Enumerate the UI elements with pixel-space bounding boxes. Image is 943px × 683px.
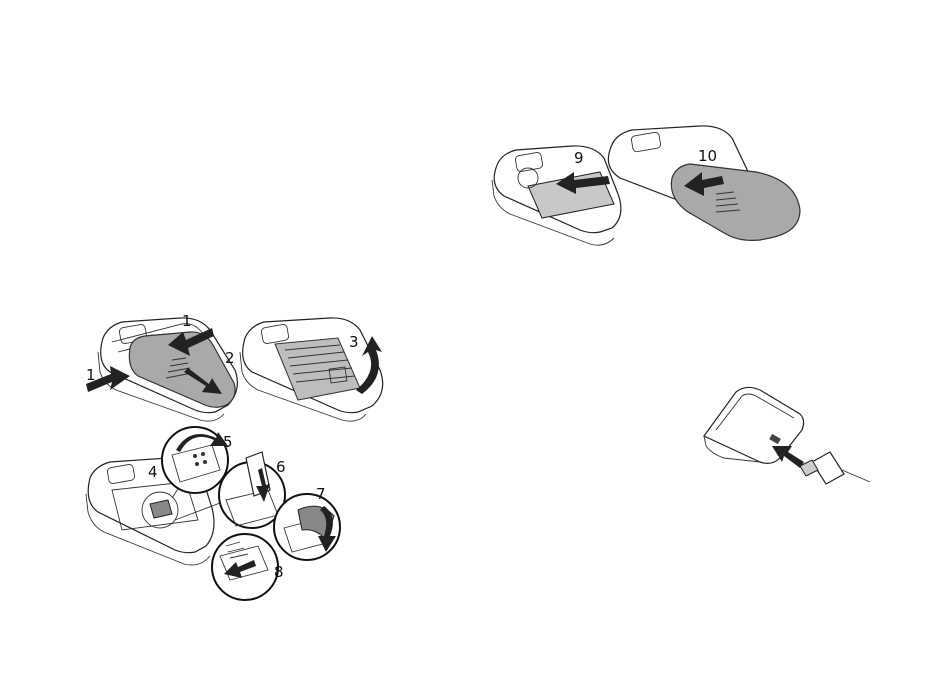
step-label-1-top: 1 bbox=[182, 312, 192, 330]
step-label-9: 9 bbox=[574, 149, 584, 167]
step-label-1-left: 1 bbox=[86, 366, 96, 384]
zoom-circle-5 bbox=[162, 427, 228, 493]
step-label-2: 2 bbox=[225, 349, 235, 367]
phone-charging-illustration bbox=[704, 387, 870, 484]
phone-cover-removal-illustration bbox=[98, 318, 237, 421]
step-label-6: 6 bbox=[276, 458, 286, 476]
zoom-circle-8 bbox=[212, 534, 278, 600]
step-label-7: 7 bbox=[316, 485, 326, 503]
step-label-10: 10 bbox=[698, 147, 717, 165]
phone-battery-insertion-illustration bbox=[492, 146, 621, 245]
step-label-5: 5 bbox=[223, 433, 233, 451]
step-label-8: 8 bbox=[274, 563, 284, 581]
zoom-circle-7 bbox=[274, 494, 340, 560]
phone-lift-cover-illustration bbox=[240, 318, 383, 421]
step-label-4: 4 bbox=[148, 463, 158, 481]
step-label-3: 3 bbox=[349, 333, 359, 351]
